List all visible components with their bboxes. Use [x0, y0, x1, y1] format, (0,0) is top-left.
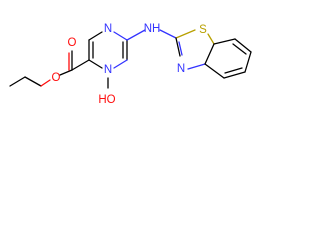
ring-n-bottom-label: N	[104, 64, 112, 76]
carbonyl-oxygen-label: O	[68, 37, 77, 49]
thiazole-n-label: N	[177, 63, 185, 75]
molecule-diagram: N N NH S N HO O O	[9, 23, 252, 106]
amine-nh-label: NH	[144, 23, 161, 35]
ester-oxygen-label: O	[52, 72, 61, 84]
hydroxyl-label: HO	[98, 94, 115, 106]
ethyl-ester-group	[9, 50, 90, 87]
benzothiazole-ring	[175, 29, 252, 79]
ring-n-top-label: N	[104, 23, 112, 35]
sulfur-label: S	[199, 24, 207, 36]
pyrimidine-ring	[88, 31, 128, 89]
amine-linker	[126, 29, 177, 41]
